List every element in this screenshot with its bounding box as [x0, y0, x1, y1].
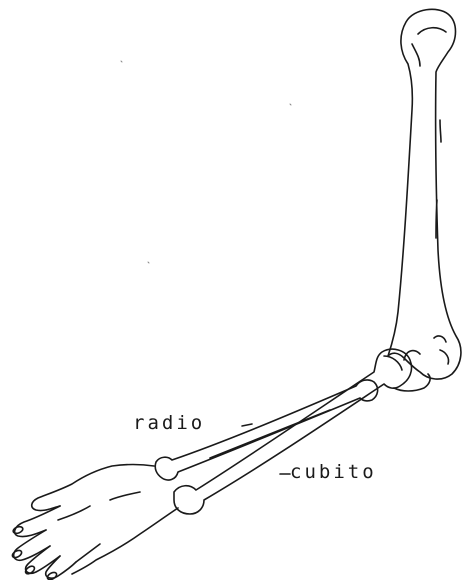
paper-specks: [121, 61, 291, 263]
hand-outline: [11, 465, 178, 580]
cubito-label: cubito: [290, 463, 377, 482]
label-leaders: [242, 424, 290, 474]
humerus-bone: [388, 9, 461, 379]
ulna-bone: [174, 349, 430, 514]
radio-label: radio: [133, 414, 205, 433]
